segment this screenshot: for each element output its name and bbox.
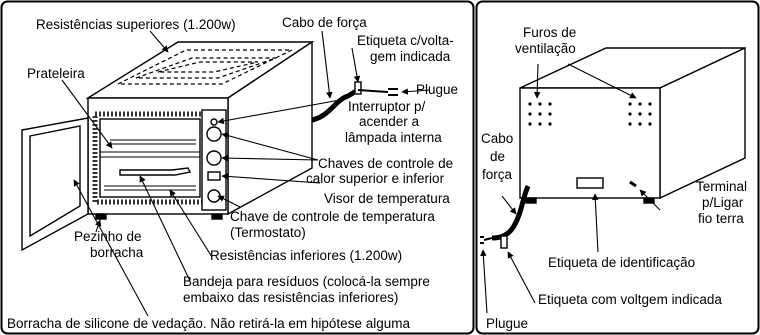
label-vents-1: Furos de xyxy=(523,25,576,40)
label-heat-controls-1: Chaves de controle de xyxy=(318,156,453,171)
right-panel-frame xyxy=(475,0,760,335)
label-lamp-switch-1: Interruptor p/ xyxy=(348,99,426,114)
rear-plug xyxy=(480,236,493,244)
vent-holes-right xyxy=(628,102,652,126)
label-rubber-foot-1: Pezinho de xyxy=(74,229,142,244)
label-tray-1: Bandeja para resíduos (colocá-la sempre xyxy=(183,274,430,289)
label-id-tag: Etiqueta de identificação xyxy=(548,255,695,270)
label-top-heaters: Resistências superiores (1.200w) xyxy=(36,17,236,32)
label-rubber-foot-2: borracha xyxy=(90,245,144,260)
power-cord xyxy=(311,87,360,123)
id-tag-plate xyxy=(576,177,604,189)
label-lamp-switch-3: lâmpada interna xyxy=(345,130,442,145)
label-thermostat-2: (Termostato) xyxy=(230,225,306,240)
label-lamp-switch-2: acender a xyxy=(359,114,420,129)
door-glass xyxy=(29,125,81,238)
label-ground-3: fio terra xyxy=(698,211,744,226)
rear-foot-left xyxy=(525,197,537,204)
rubber-foot-right xyxy=(211,213,223,220)
label-tray-2: embaixo das resistências inferiores) xyxy=(183,290,398,305)
label-voltage-tag-1: Etiqueta c/volta- xyxy=(357,33,454,48)
rear-foot-right xyxy=(643,197,655,204)
label-temp-display: Visor de temperatura xyxy=(324,191,450,206)
heat-knob-top xyxy=(206,126,222,142)
vent-holes-left xyxy=(528,102,552,126)
label-plug: Plugue xyxy=(416,82,458,97)
oven-rear-view xyxy=(480,46,746,249)
label-ground-2: p/Ligar xyxy=(702,195,744,210)
label-voltage-tag-2: gem indicada xyxy=(370,49,451,64)
bottom-heater xyxy=(104,185,196,191)
label-cable-3: força xyxy=(482,167,513,182)
rubber-foot-left xyxy=(95,213,107,220)
temperature-display xyxy=(207,171,221,181)
label-plug-rear: Plugue xyxy=(486,316,528,331)
label-bottom-heaters: Resistências inferiores (1.200w) xyxy=(210,248,402,263)
label-ground-1: Terminal xyxy=(696,179,747,194)
oven-front-view xyxy=(21,40,398,252)
right-leader-lines xyxy=(480,63,661,314)
label-shelf: Prateleira xyxy=(27,66,85,81)
label-power-cable: Cabo de força xyxy=(282,15,367,30)
lamp-switch xyxy=(210,118,218,126)
residue-tray xyxy=(119,167,192,176)
label-vents-2: ventilação xyxy=(515,41,576,56)
rear-voltage-tag xyxy=(500,235,508,249)
left-leader-lines xyxy=(61,30,431,317)
label-thermostat-1: Chave de controle de temperatura xyxy=(230,209,435,224)
rear-power-cord xyxy=(491,185,531,241)
plug xyxy=(357,88,398,96)
label-cable-1: Cabo xyxy=(481,131,513,146)
shelf xyxy=(100,139,200,158)
label-voltage-tag-rear: Etiqueta com voltgem indicada xyxy=(538,292,722,307)
oven-cavity xyxy=(99,118,201,198)
label-seal: Borracha de silicone de vedação. Não ret… xyxy=(7,316,410,331)
ground-terminal xyxy=(629,180,637,188)
oven-door xyxy=(21,117,89,252)
label-heat-controls-2: calor superior e inferior xyxy=(306,171,445,186)
label-cable-2: de xyxy=(490,149,505,164)
heat-knob-bottom xyxy=(206,150,222,166)
voltage-tag xyxy=(354,81,362,95)
left-panel-frame xyxy=(0,0,475,335)
top-heater-coils xyxy=(117,49,293,85)
